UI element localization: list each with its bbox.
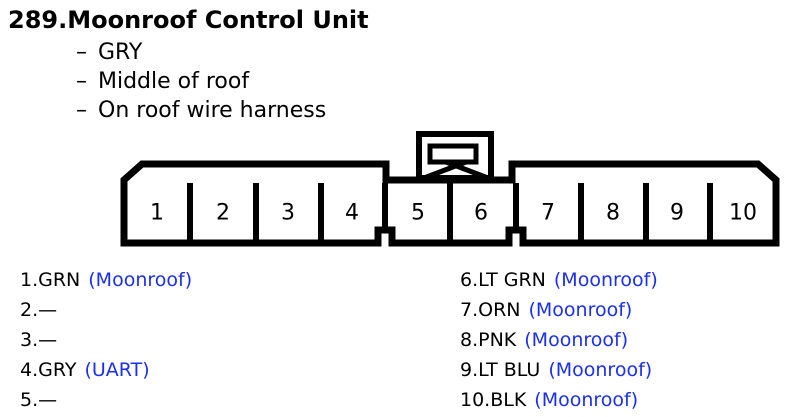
- pin-number: 10: [729, 201, 757, 226]
- pin-number: 2: [216, 201, 230, 226]
- connector-diagram: 1 2 3 4 5 6 7 8 9 10: [120, 131, 780, 247]
- pin-list-left: 1.GRN(Moonroof) 2.— 3.— 4.GRY(UART) 5.—: [20, 265, 192, 415]
- pin-number: 9: [670, 201, 684, 226]
- pin-item: 2.—: [20, 299, 58, 321]
- pin-item: 1.GRN(Moonroof): [20, 269, 193, 291]
- pin-item: 8.PNK(Moonroof): [460, 329, 629, 351]
- pin-number: 1: [150, 201, 164, 226]
- pin-number: 3: [281, 201, 295, 226]
- connector-housing: [120, 160, 780, 247]
- detail-color: –GRY: [76, 40, 143, 65]
- pin-number: 7: [541, 201, 555, 226]
- pin-item: 5.—: [20, 389, 58, 411]
- pin-item: 6.LT GRN(Moonroof): [460, 269, 658, 291]
- pin-item: 9.LT BLU(Moonroof): [460, 359, 653, 381]
- connector-lock-cross-2: [445, 159, 489, 181]
- detail-location: –Middle of roof: [76, 69, 250, 94]
- pin-item: 3.—: [20, 329, 58, 351]
- pin-number: 8: [606, 201, 620, 226]
- page-title: 289.Moonroof Control Unit: [8, 6, 369, 34]
- pin-item: 10.BLK(Moonroof): [460, 389, 639, 411]
- connector-details: –GRY –Middle of roof –On roof wire harne…: [76, 38, 326, 125]
- pin-list-right: 6.LT GRN(Moonroof) 7.ORN(Moonroof) 8.PNK…: [460, 265, 658, 415]
- pin-number: 6: [474, 201, 488, 226]
- pin-item: 7.ORN(Moonroof): [460, 299, 633, 321]
- pin-number: 5: [411, 201, 425, 226]
- detail-harness: –On roof wire harness: [76, 98, 327, 123]
- connector-lock-inner: [427, 143, 479, 165]
- pin-number: 4: [345, 201, 359, 226]
- pin-item: 4.GRY(UART): [20, 359, 150, 381]
